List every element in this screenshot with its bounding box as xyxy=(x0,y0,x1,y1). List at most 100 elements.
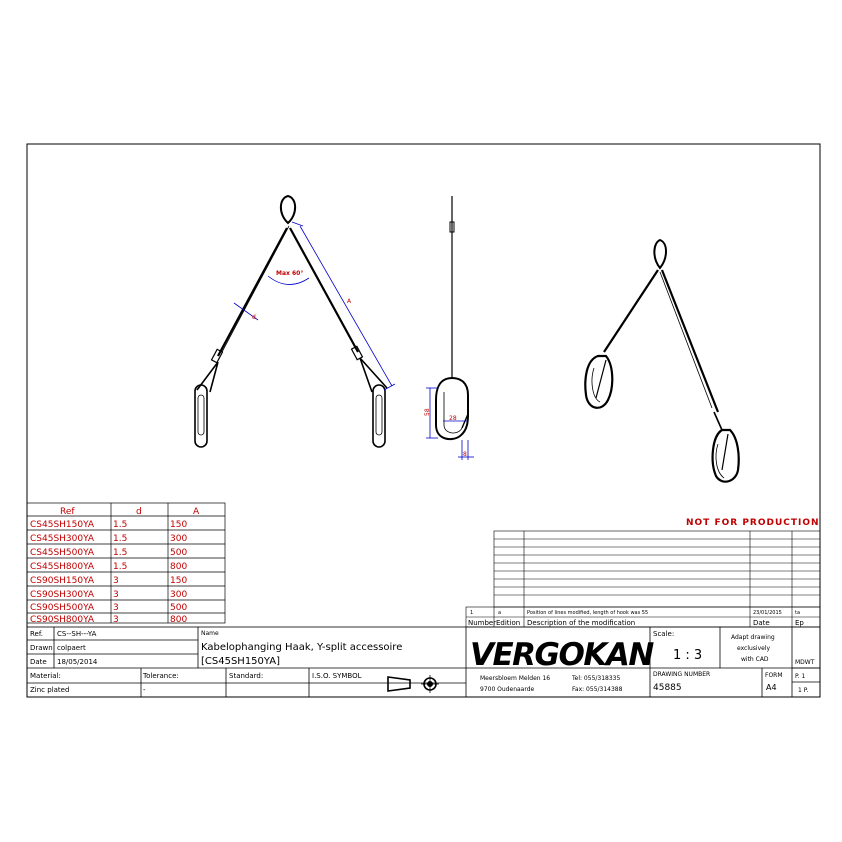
revision-date: 23/01/2015 xyxy=(753,610,782,616)
cad-note-2: exclusively xyxy=(737,645,771,652)
angle-arc xyxy=(267,275,310,285)
iso-symbol-label: I.S.O. SYMBOL xyxy=(312,672,362,680)
ref-value: CS--SH---YA xyxy=(57,630,97,638)
table-row: CS45SH800YA xyxy=(30,562,95,572)
scale-value: 1 : 3 xyxy=(673,648,702,663)
front-view-dimensions xyxy=(233,221,396,391)
length-dimension-line xyxy=(299,225,393,387)
revision-edition: a xyxy=(498,610,501,616)
sheet-border xyxy=(26,143,821,698)
not-for-production-label: NOT FOR PRODUCTION xyxy=(686,518,820,528)
svg-text:300: 300 xyxy=(170,534,187,544)
table-row: CS90SH500YA xyxy=(30,603,95,613)
ref-table-rows: CS45SH150YA 1.5 150 CS45SH300YA 1.5 300 … xyxy=(30,520,187,625)
title-block xyxy=(26,626,821,698)
right-hook xyxy=(372,384,386,448)
format-label: FORM xyxy=(765,672,783,679)
svg-text:800: 800 xyxy=(170,615,187,625)
drawn-label: Drawn xyxy=(30,644,53,652)
revision-block xyxy=(465,530,821,628)
table-row: CS90SH300YA xyxy=(30,590,95,600)
d-header: d xyxy=(136,507,142,517)
iso-left-carabiner xyxy=(584,354,614,409)
format-value: A4 xyxy=(766,683,777,692)
top-eye-loop xyxy=(279,194,297,225)
iso-right-carabiner xyxy=(711,428,740,483)
svg-text:150: 150 xyxy=(170,576,187,586)
svg-text:3: 3 xyxy=(113,590,119,600)
revision-by: ta xyxy=(795,610,800,616)
material-label: Material: xyxy=(30,672,61,680)
ref-label: Ref. xyxy=(30,630,43,638)
right-cable xyxy=(289,227,359,353)
fax: Fax: 055/314388 xyxy=(572,686,623,693)
phone: Tel: 055/318335 xyxy=(571,675,620,682)
svg-text:500: 500 xyxy=(170,548,187,558)
hook-height-label: 58 xyxy=(424,408,431,416)
page-count: 1 P. xyxy=(798,687,808,694)
diameter-label: d xyxy=(252,314,256,321)
svg-text:300: 300 xyxy=(170,590,187,600)
address-line-2: 9700 Oudenaarde xyxy=(480,686,535,693)
cad-note-1: Adapt drawing xyxy=(731,634,775,641)
table-row: CS45SH150YA xyxy=(30,520,95,530)
date-value: 18/05/2014 xyxy=(57,658,98,666)
hook-width-label: 28 xyxy=(449,415,457,422)
length-label: A xyxy=(347,298,352,305)
edition-header: Edition xyxy=(496,619,520,627)
tolerance-label: Tolerance: xyxy=(142,672,179,680)
svg-text:800: 800 xyxy=(170,562,187,572)
svg-text:3: 3 xyxy=(113,615,119,625)
svg-text:3: 3 xyxy=(113,576,119,586)
svg-text:1.5: 1.5 xyxy=(113,534,127,544)
iso-left-cable xyxy=(603,269,659,353)
part-ref: [CS45SH150YA] xyxy=(201,656,280,667)
address-line-1: Meersbloem Melden 16 xyxy=(480,675,550,682)
svg-text:3: 3 xyxy=(113,603,119,613)
revision-description: Position of lines modified, length of ho… xyxy=(527,610,648,616)
left-cable xyxy=(217,227,288,357)
name-label: Name xyxy=(201,630,219,637)
iso-right-cable xyxy=(660,269,720,413)
projection-symbol-icon xyxy=(387,675,439,693)
side-view xyxy=(435,196,469,441)
svg-text:1.5: 1.5 xyxy=(113,562,127,572)
diameter-dimension-line xyxy=(233,302,259,321)
drawing-number: 45885 xyxy=(653,683,682,693)
drawn-value: colpaert xyxy=(57,644,86,652)
svg-text:1.5: 1.5 xyxy=(113,520,127,530)
mdwt-label: MDWT xyxy=(795,659,815,666)
left-hook xyxy=(194,384,208,448)
side-hook xyxy=(435,377,469,441)
drawing-number-label: DRAWING NUMBER xyxy=(653,671,710,678)
date-header: Date xyxy=(753,619,770,627)
number-header: Number xyxy=(468,619,496,627)
tolerance-value: - xyxy=(143,686,146,694)
page-number: P. 1 xyxy=(795,673,805,680)
scale-label: Scale: xyxy=(653,630,674,638)
table-row: CS90SH800YA xyxy=(30,615,95,625)
part-name: Kabelophanging Haak, Y-split accessoire xyxy=(201,642,402,653)
ref-table: Ref d A CS45SH150YA 1.5 150 CS45SH300YA … xyxy=(26,502,226,625)
iso-eye-loop xyxy=(653,238,667,270)
cad-note-3: with CAD xyxy=(741,656,769,663)
by-header: Ep xyxy=(795,619,804,627)
standard-label: Standard: xyxy=(229,672,263,680)
company-logo: VERGOKAN xyxy=(470,637,654,673)
ref-header: Ref xyxy=(60,507,75,517)
angle-label: Max 60° xyxy=(276,270,303,277)
svg-text:150: 150 xyxy=(170,520,187,530)
a-header: A xyxy=(193,507,200,517)
material-value: Zinc plated xyxy=(30,686,69,694)
isometric-view xyxy=(584,238,740,483)
revision-number: 1 xyxy=(470,610,473,616)
svg-text:1.5: 1.5 xyxy=(113,548,127,558)
description-header: Description of the modification xyxy=(527,619,635,627)
table-row: CS90SH150YA xyxy=(30,576,95,586)
table-row: CS45SH300YA xyxy=(30,534,95,544)
hook-gap-label: 8 xyxy=(463,451,467,458)
table-row: CS45SH500YA xyxy=(30,548,95,558)
side-view-dimensions xyxy=(426,387,474,460)
front-view-y-split xyxy=(194,194,388,448)
